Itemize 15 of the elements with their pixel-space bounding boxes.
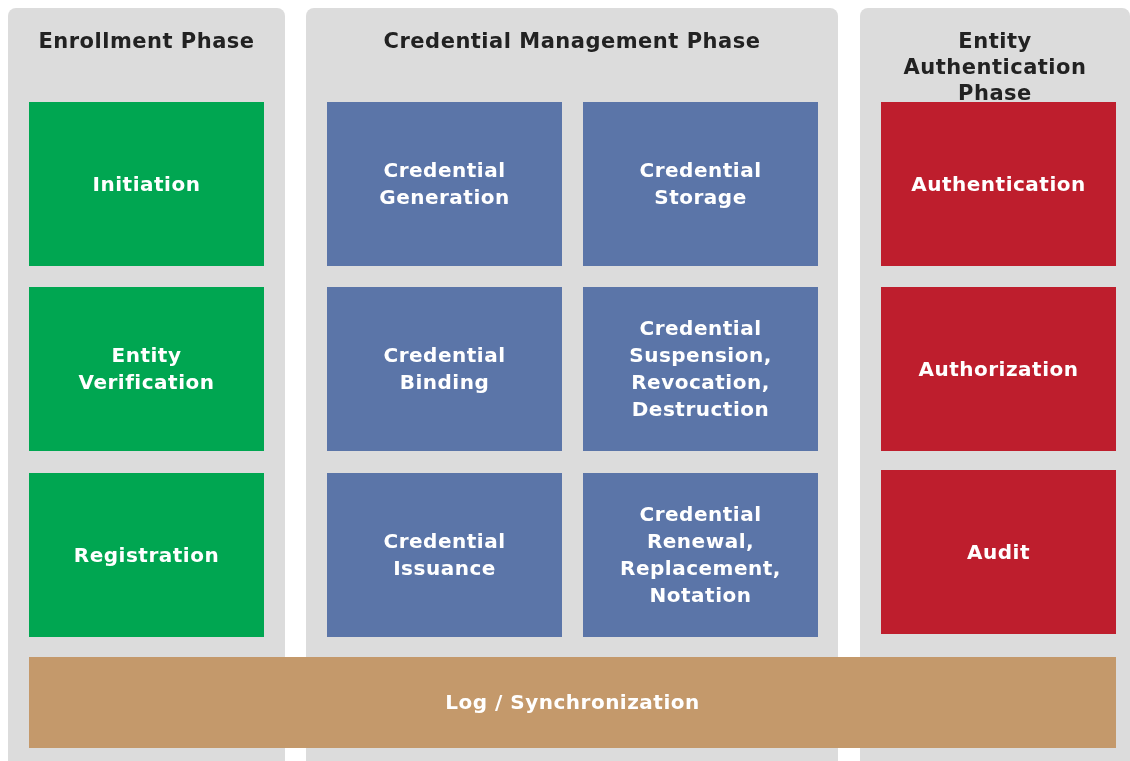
step-box: Credential Generation xyxy=(327,102,562,266)
step-box: Authentication xyxy=(881,102,1116,266)
step-box: Entity Verification xyxy=(29,287,264,451)
step-box: Credential Renewal, Replacement, Notation xyxy=(583,473,818,637)
log-bar: Log / Synchronization xyxy=(29,657,1116,748)
step-box: Authorization xyxy=(881,287,1116,451)
step-box: Credential Suspension, Revocation, Destruction xyxy=(583,287,818,451)
step-box: Credential Binding xyxy=(327,287,562,451)
phase-heading: Credential Management Phase xyxy=(382,28,762,54)
step-box: Audit xyxy=(881,470,1116,634)
step-box: Initiation xyxy=(29,102,264,266)
step-box: Credential Storage xyxy=(583,102,818,266)
step-box: Registration xyxy=(29,473,264,637)
phase-heading: Enrollment Phase xyxy=(37,28,256,54)
step-box: Credential Issuance xyxy=(327,473,562,637)
